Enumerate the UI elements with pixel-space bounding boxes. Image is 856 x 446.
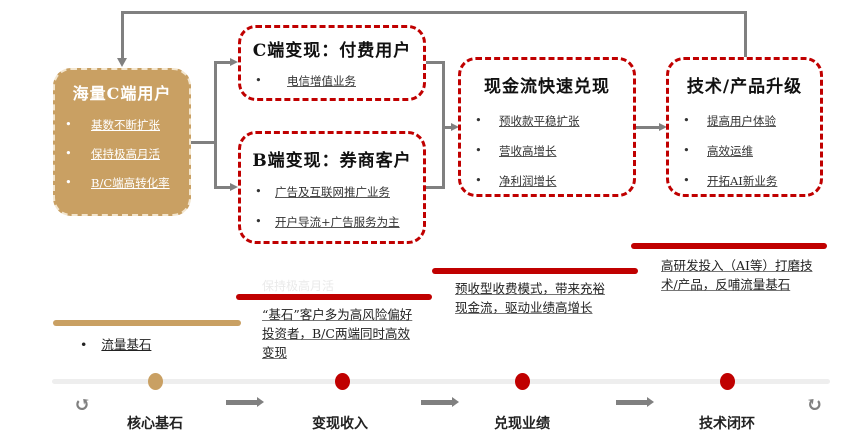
cash-item: • 营收高增长 [461,143,633,159]
core-item: • 基数不断扩张 [55,117,189,133]
bullet: • [475,143,482,157]
b-side-title: B端变现：券商客户 [252,151,412,171]
feedback-line-right [744,11,747,58]
arrow-right-icon [659,123,667,131]
curved-arrow-right-icon: ↻ [806,392,823,416]
connector [214,61,232,64]
connector [442,126,452,129]
timeline-dot-monetize [335,373,350,390]
connector [191,141,216,144]
b-side-box: B端变现：券商客户 • 广告及互联网推广业务 • 开户导流+广告服务为主 [238,131,426,244]
timeline-dot-cash [515,373,530,390]
arrow-right-icon [226,397,264,407]
tech-item-text: 开拓AI新业务 [707,174,778,188]
connector [426,61,444,64]
core-note-text: 流量基石 [101,337,152,352]
connector [442,61,445,189]
cash-item: • 净利润增长 [461,173,633,189]
cash-item-text: 净利润增长 [499,174,557,188]
red-bar [631,243,827,249]
arrow-right-icon [451,123,459,131]
c-side-box: C端变现：付费用户 • 电信增值业务 [238,25,426,101]
cash-note: 预收型收费模式，带来充裕现金流，驱动业绩高增长 [455,281,606,315]
timeline-dot-tech [720,373,735,390]
tech-title: 技术/产品升级 [686,77,803,97]
arrow-right-icon [230,58,238,66]
b-side-item-text: 广告及互联网推广业务 [275,185,390,199]
arrow-down-icon [117,58,127,67]
stage-label: 技术闭环 [699,416,755,432]
core-item: • 保持极高月活 [55,146,189,162]
tech-item: • 高效运维 [669,143,820,159]
red-bar [432,268,638,274]
core-item: • B/C端高转化率 [55,175,189,191]
cash-item-text: 预收款平稳扩张 [499,114,580,128]
arrow-right-icon [616,397,654,407]
core-item-text: 基数不断扩张 [91,118,160,132]
tan-bar [53,320,241,326]
tech-item: • 开拓AI新业务 [669,173,820,189]
stage-label: 兑现业绩 [494,416,550,432]
cash-box: 现金流快速兑现 • 预收款平稳扩张 • 营收高增长 • 净利润增长 [458,57,636,197]
bullet: • [475,113,482,127]
core-note: • 流量基石 [80,334,151,353]
bullet: • [683,143,690,157]
bullet: • [65,117,72,131]
b-side-item: • 广告及互联网推广业务 [241,184,423,200]
stage-label: 核心基石 [127,416,183,432]
tech-note: 高研发投入（AI等）打磨技术/产品，反哺流量基石 [661,258,813,292]
arrow-right-icon [230,183,238,191]
c-side-item-text: 电信增值业务 [287,74,356,88]
connector [426,186,444,189]
core-item-text: B/C端高转化率 [91,176,170,190]
connector [214,61,217,189]
bullet: • [255,73,262,87]
core-item-text: 保持极高月活 [91,147,160,161]
bullet: • [80,337,88,352]
connector [636,126,660,129]
monetize-note: “基石”客户多为高风险偏好投资者，B/C两端同时高效变现 [262,307,413,360]
arrow-right-icon [421,397,459,407]
connector [214,186,232,189]
feedback-line-left [121,11,124,59]
ghost-text: 保持极高月活 [262,279,335,293]
c-side-item: • 电信增值业务 [241,73,423,89]
bullet: • [255,184,262,198]
bullet: • [65,146,72,160]
timeline-track [52,379,830,384]
red-bar [236,294,432,300]
cash-item-text: 营收高增长 [499,144,557,158]
timeline-dot-core [148,373,163,390]
cash-item: • 预收款平稳扩张 [461,113,633,129]
c-side-title: C端变现：付费用户 [252,41,412,61]
core-title: 海量C端用户 [72,84,172,103]
stage-label: 变现收入 [312,416,368,432]
tech-item: • 提高用户体验 [669,113,820,129]
tech-item-text: 提高用户体验 [707,114,776,128]
cash-title: 现金流快速兑现 [484,77,610,97]
bullet: • [65,175,72,189]
b-side-item-text: 开户导流+广告服务为主 [275,215,400,229]
bullet: • [255,214,262,228]
tech-item-text: 高效运维 [707,144,753,158]
feedback-line-top [121,11,747,14]
bullet: • [475,173,482,187]
curved-arrow-left-icon: ↺ [74,392,91,416]
tech-box: 技术/产品升级 • 提高用户体验 • 高效运维 • 开拓AI新业务 [666,57,823,197]
bullet: • [683,173,690,187]
core-users-box: 海量C端用户 • 基数不断扩张 • 保持极高月活 • B/C端高转化率 [53,68,191,216]
bullet: • [683,113,690,127]
b-side-item: • 开户导流+广告服务为主 [241,214,423,230]
